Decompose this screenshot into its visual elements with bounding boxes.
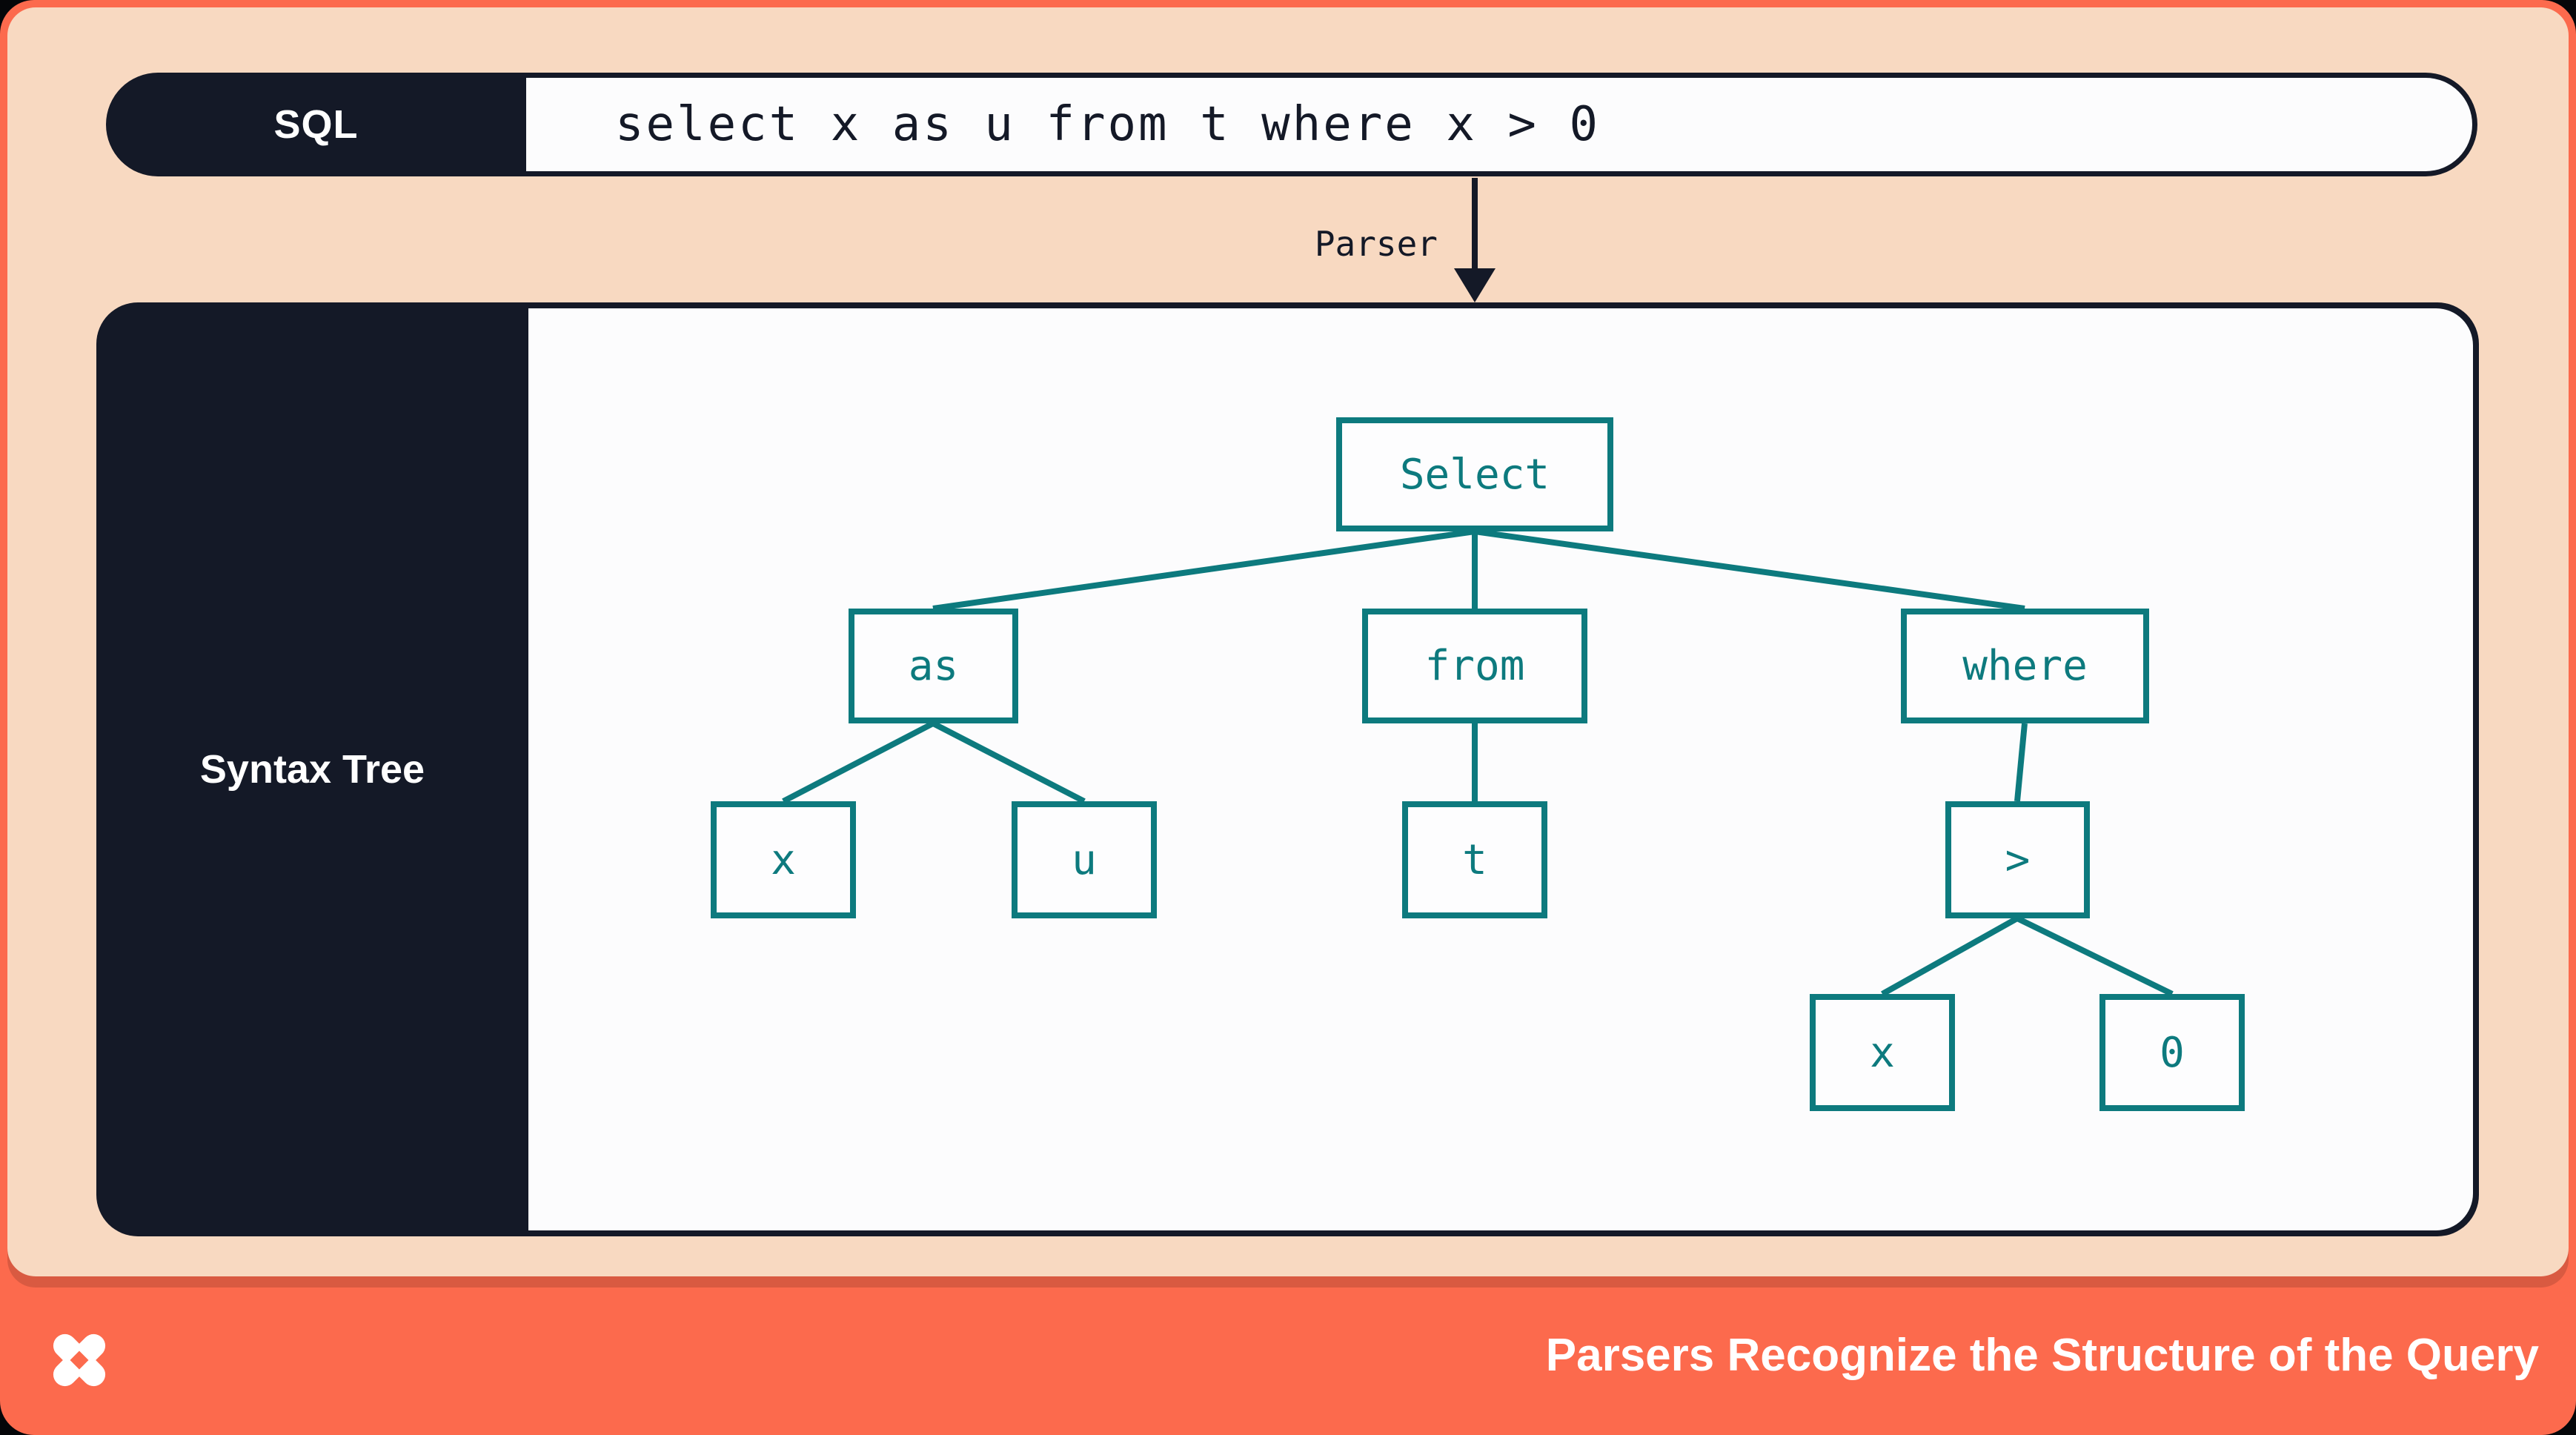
syntax-tree-diagram: Select as from where x u t > x 0 [528, 308, 2473, 1230]
tree-node-as: as [849, 609, 1018, 723]
syntax-tree-label: Syntax Tree [199, 747, 425, 792]
parser-arrow-head-icon [1454, 268, 1496, 302]
parser-arrow-line [1472, 178, 1478, 271]
tree-node-greater-than: > [1945, 801, 2090, 918]
sql-bar: SQL select x as u from t where x > 0 [106, 73, 2477, 176]
sql-query-field: select x as u from t where x > 0 [526, 78, 2472, 171]
tree-node-where: where [1901, 609, 2149, 723]
tree-node-select: Select [1336, 417, 1613, 531]
syntax-tree-panel: Syntax Tree Select as from where x [96, 302, 2479, 1236]
tree-node-zero: 0 [2099, 994, 2245, 1111]
tree-node-from: from [1362, 609, 1587, 723]
footer-caption: Parsers Recognize the Structure of the Q… [1545, 1330, 2539, 1381]
parser-label: Parser [1314, 224, 1438, 264]
pinwheel-x-logo-icon [53, 1333, 106, 1387]
tree-node-u: u [1012, 801, 1157, 918]
tree-node-x: x [711, 801, 856, 918]
tree-edges [782, 528, 2174, 997]
sql-bar-label: SQL [273, 102, 359, 147]
sql-query-text: select x as u from t where x > 0 [615, 97, 1600, 152]
tree-node-t: t [1402, 801, 1547, 918]
tree-node-x-operand: x [1810, 994, 1955, 1111]
